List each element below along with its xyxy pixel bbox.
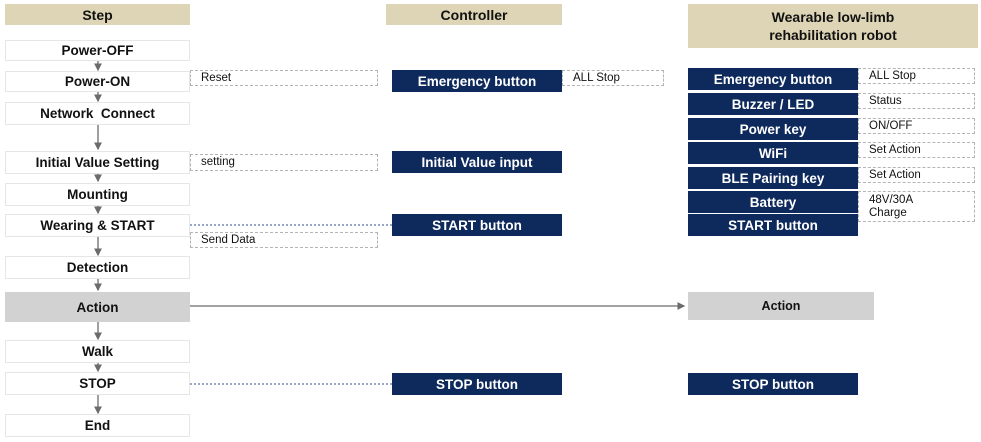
- step-action: Action: [5, 292, 190, 322]
- robot-buzzer-note: Status: [858, 93, 975, 109]
- note-reset: Reset: [190, 70, 378, 86]
- controller-emergency-button: Emergency button: [392, 70, 562, 92]
- controller-stop-button: STOP button: [392, 373, 562, 395]
- step-end: End: [5, 414, 190, 437]
- robot-action: Action: [688, 292, 874, 320]
- step-wearing-start: Wearing & START: [5, 214, 190, 237]
- step-walk: Walk: [5, 340, 190, 363]
- header-controller: Controller: [386, 4, 562, 25]
- robot-battery-note-line1: 48V/30A: [869, 193, 914, 206]
- step-initial-value-setting: Initial Value Setting: [5, 151, 190, 174]
- header-step: Step: [5, 4, 190, 25]
- controller-all-stop-note: ALL Stop: [562, 70, 664, 86]
- step-network-connect: Network Connect: [5, 102, 190, 125]
- robot-battery-note-line2: Charge: [869, 206, 907, 219]
- robot-stop-button: STOP button: [688, 373, 858, 395]
- step-power-off: Power-OFF: [5, 40, 190, 61]
- robot-ble-note: Set Action: [858, 167, 975, 183]
- header-robot: Wearable low-limb rehabilitation robot: [688, 4, 978, 48]
- robot-buzzer-led: Buzzer / LED: [688, 93, 858, 115]
- controller-initial-value-input: Initial Value input: [392, 151, 562, 173]
- robot-ble-pairing-key: BLE Pairing key: [688, 167, 858, 189]
- robot-power-note: ON/OFF: [858, 118, 975, 134]
- step-mounting: Mounting: [5, 183, 190, 206]
- step-stop: STOP: [5, 372, 190, 395]
- step-power-on: Power-ON: [5, 71, 190, 92]
- header-robot-line1: Wearable low-limb: [771, 9, 895, 25]
- robot-power-key: Power key: [688, 118, 858, 140]
- robot-start-button: START button: [688, 214, 858, 236]
- step-detection: Detection: [5, 256, 190, 279]
- note-send-data: Send Data: [190, 232, 378, 248]
- robot-battery: Battery: [688, 191, 858, 213]
- controller-start-button: START button: [392, 214, 562, 236]
- header-robot-line2: rehabilitation robot: [769, 27, 897, 43]
- robot-emergency-note: ALL Stop: [858, 68, 975, 84]
- robot-emergency-button: Emergency button: [688, 68, 858, 90]
- robot-wifi: WiFi: [688, 142, 858, 164]
- note-setting: setting: [190, 154, 378, 171]
- robot-wifi-note: Set Action: [858, 142, 975, 158]
- robot-battery-note: 48V/30A Charge: [858, 191, 975, 222]
